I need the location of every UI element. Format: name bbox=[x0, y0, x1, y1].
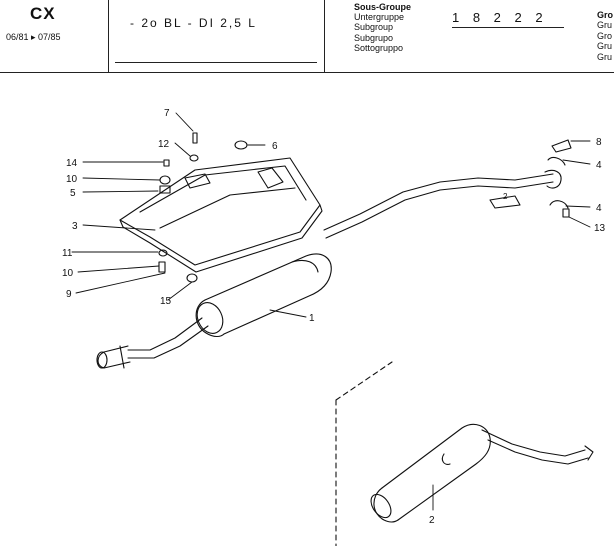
rear-muffler bbox=[370, 423, 594, 523]
callout-7: 7 bbox=[164, 108, 170, 119]
callout-6: 6 bbox=[272, 141, 278, 152]
subgroup-label: Subgrupo bbox=[354, 32, 394, 43]
callout-5: 5 bbox=[70, 188, 76, 199]
callout-2: 2 bbox=[503, 192, 508, 201]
front-exhaust-pipe bbox=[323, 169, 562, 239]
callout-8: 8 bbox=[596, 137, 602, 148]
header-separator bbox=[324, 0, 325, 72]
header-separator bbox=[108, 0, 109, 72]
hardware-parts bbox=[158, 132, 572, 283]
heat-shield bbox=[119, 157, 323, 273]
subgroup-label: Sottogruppo bbox=[354, 42, 404, 53]
subgroup-code: 1 8 2 2 2 bbox=[452, 10, 548, 25]
callout-14: 14 bbox=[66, 158, 78, 169]
inlet-pipe bbox=[96, 317, 209, 369]
assembly-dashed-line bbox=[335, 361, 393, 546]
callout-4: 4 bbox=[596, 160, 602, 171]
group-labels: Gro Gru Gro Gru Gru bbox=[597, 10, 613, 62]
leader-lines bbox=[71, 112, 591, 511]
code-underline bbox=[452, 27, 564, 28]
group-label: Gru bbox=[597, 41, 613, 52]
group-label: Gro bbox=[597, 30, 613, 41]
front-muffler bbox=[195, 253, 332, 338]
callout-4: 4 bbox=[596, 203, 602, 214]
subgroup-label: Sous-Groupe bbox=[354, 2, 412, 12]
group-label: Gru bbox=[597, 20, 613, 31]
callout-12: 12 bbox=[158, 139, 170, 150]
subgroup-label: Untergruppe bbox=[354, 12, 405, 23]
callout-2: 2 bbox=[429, 515, 435, 526]
callout-1: 1 bbox=[309, 313, 315, 324]
variant-underline bbox=[115, 62, 317, 63]
header-divider bbox=[0, 72, 614, 73]
callout-15: 15 bbox=[160, 296, 172, 307]
callout-10: 10 bbox=[66, 174, 78, 185]
catalog-header: CX 06/81 ▸ 07/85 - 2o BL - DI 2,5 L Sous… bbox=[0, 0, 614, 78]
callout-11: 11 bbox=[62, 248, 73, 259]
callout-13: 13 bbox=[594, 223, 606, 234]
subgroup-labels: Sous-Groupe Untergruppe Subgroup Subgrup… bbox=[354, 2, 411, 53]
subgroup-label: Subgroup bbox=[354, 22, 394, 33]
engine-variant: - 2o BL - DI 2,5 L bbox=[130, 16, 257, 30]
group-label: Gru bbox=[597, 51, 613, 62]
model-name: CX bbox=[30, 4, 56, 23]
date-range: 06/81 ▸ 07/85 bbox=[6, 32, 61, 42]
callout-10: 10 bbox=[62, 268, 74, 279]
group-label: Gro bbox=[597, 10, 614, 20]
callout-9: 9 bbox=[66, 289, 72, 300]
callout-3: 3 bbox=[72, 221, 78, 232]
